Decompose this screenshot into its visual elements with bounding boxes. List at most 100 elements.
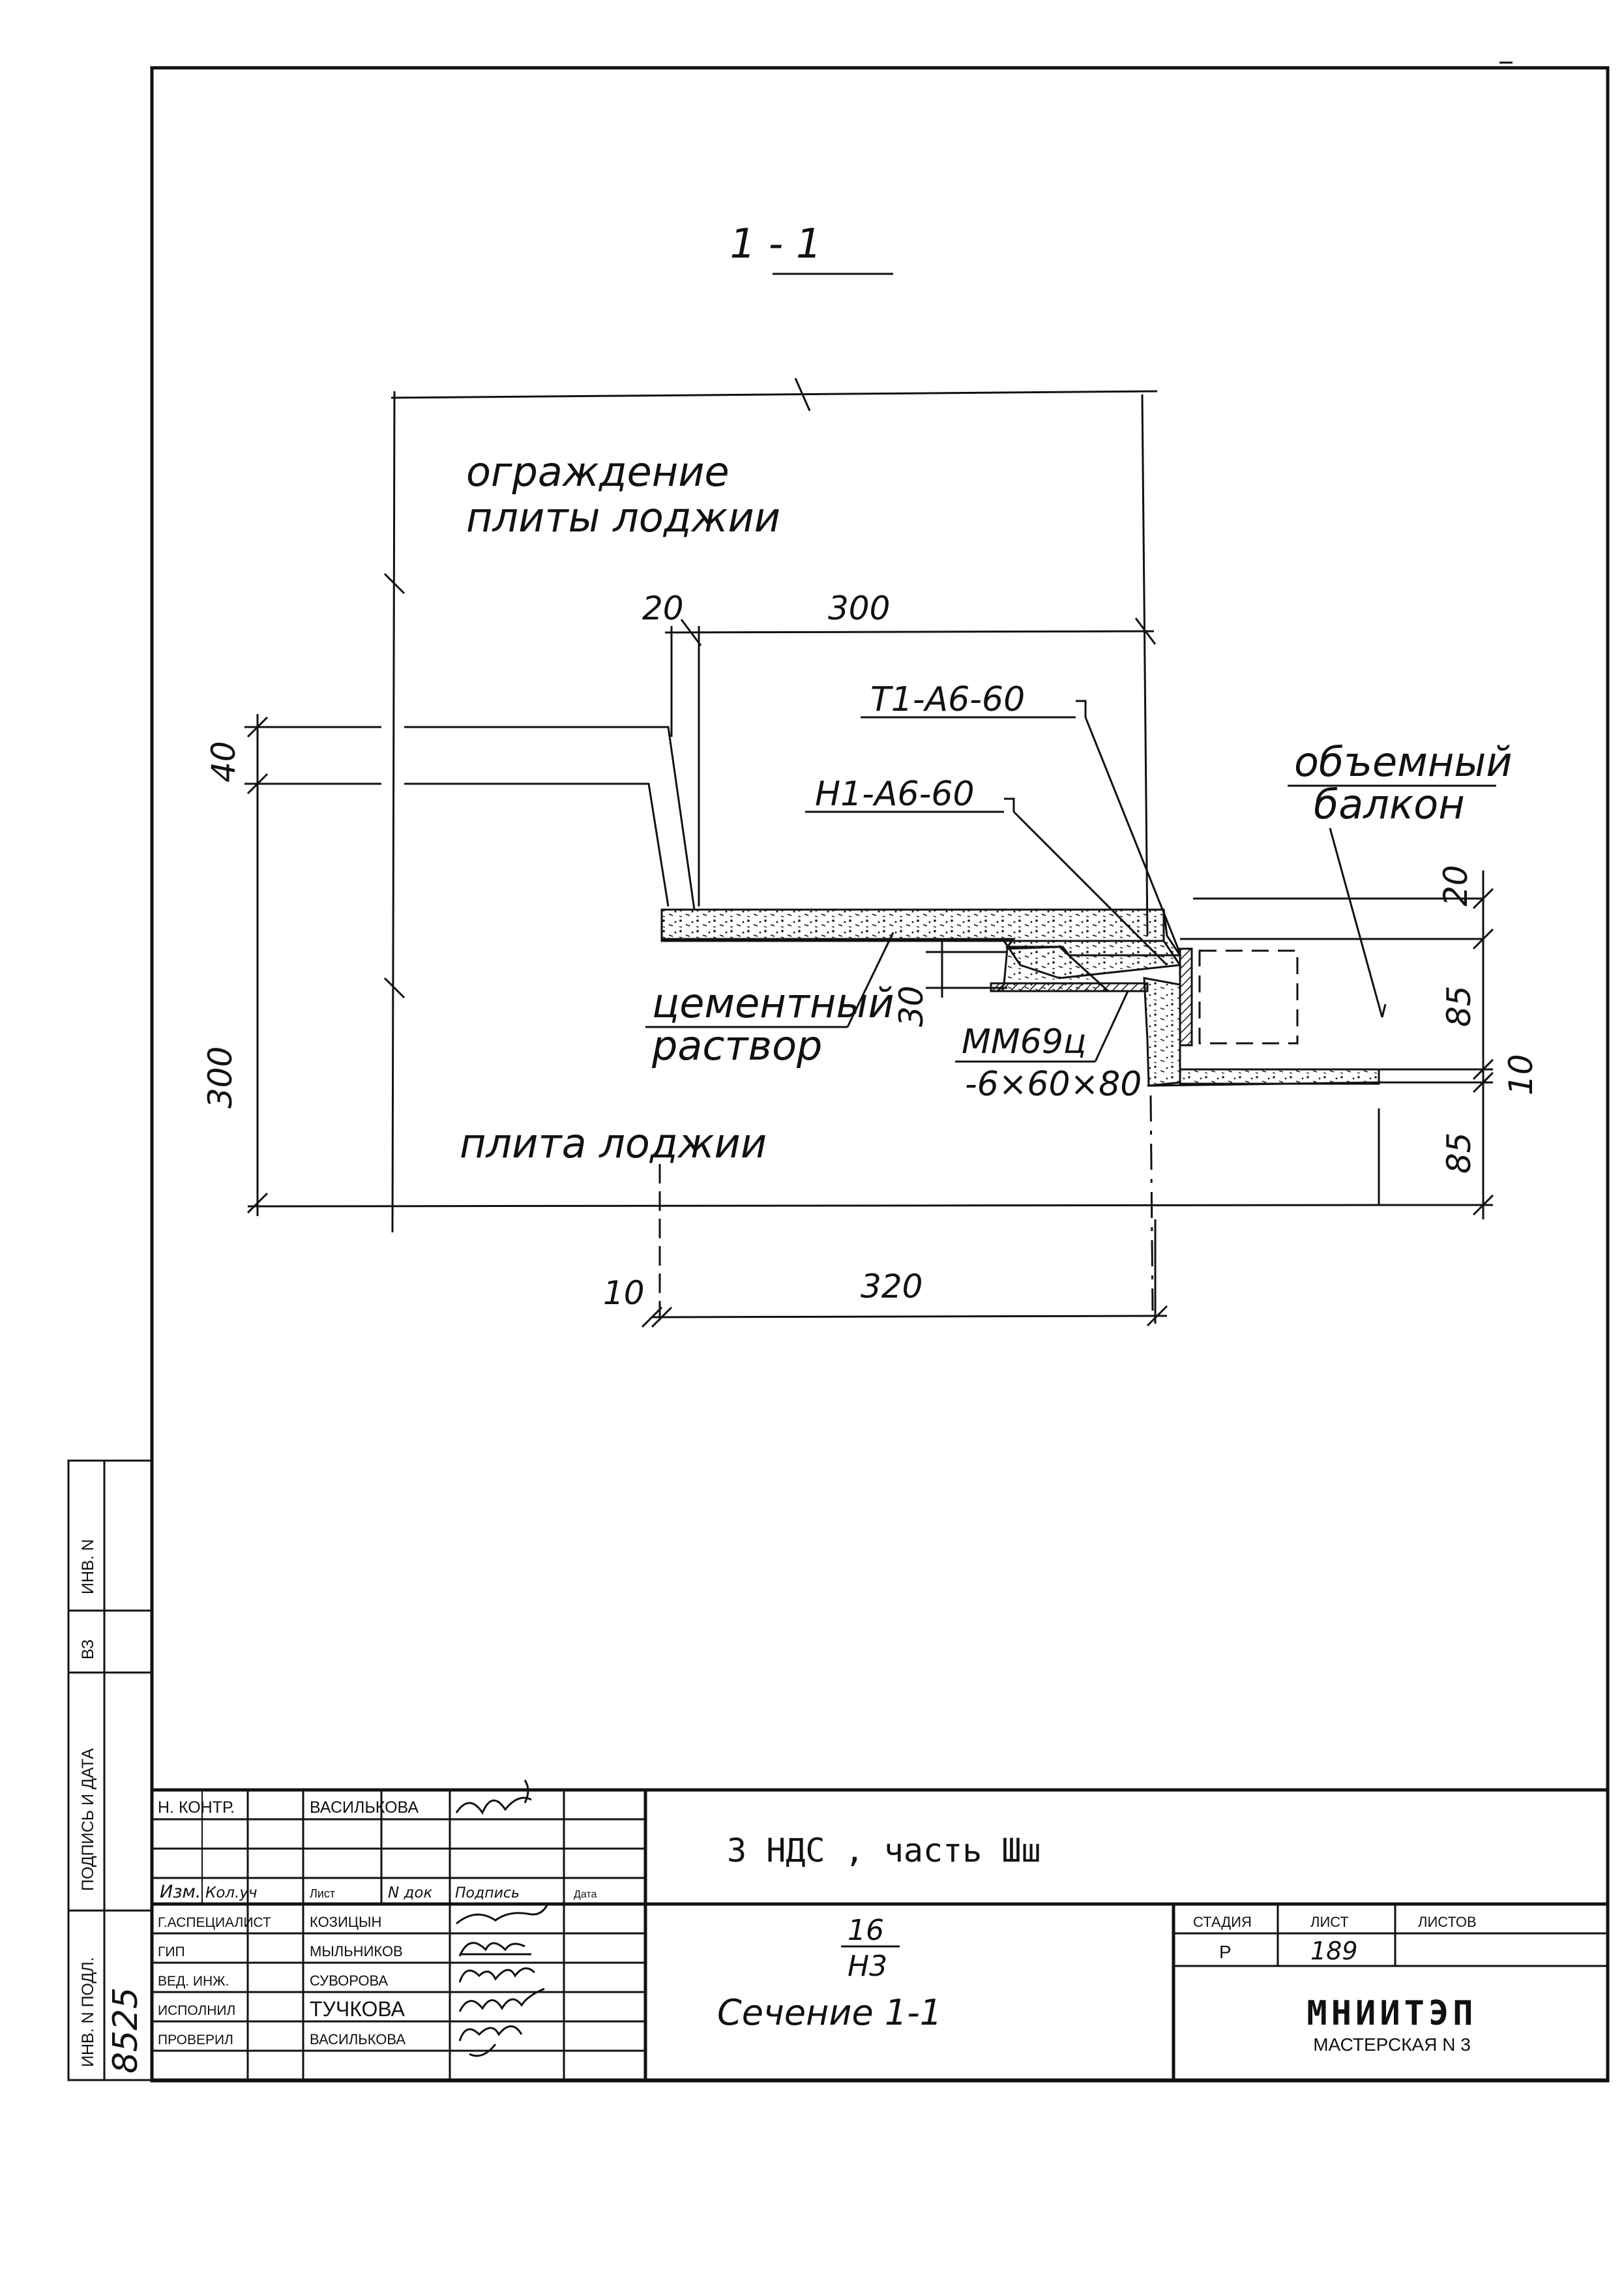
side-stamp-vz: ВЗ [79,1639,97,1659]
railing-left-break-2 [383,977,406,999]
signer-role-5: ПРОВЕРИЛ [158,2032,233,2047]
header-data: Дата [574,1889,597,1900]
railing-right-edge [1141,394,1149,936]
mortar-label-line1: цементный [652,979,894,1027]
mortar-lower-joint [1143,977,1181,1087]
volume-balcony-leader [1329,827,1383,1018]
mm69-label: ММ69ц [962,1022,1086,1062]
dim-right-tick-1 [1472,887,1494,910]
slab-bottom-edge [247,1204,1380,1208]
t1-label: Т1-А6-60 [870,680,1025,719]
mm69-size-label: -6×60×80 [965,1065,1142,1104]
volume-balcony-label-line1: объемный [1294,738,1513,786]
dim-right-tick-3 [1472,1058,1494,1080]
side-stamp-podpis-data: ПОДПИСЬ И ДАТА [79,1748,97,1891]
dim-300-top: 300 [828,589,890,627]
signer-role-4: ИСПОЛНИЛ [158,2003,235,2018]
railing-top-dim-tick [794,378,811,411]
railing-label-line2: плиты лоджии [466,494,780,541]
header-kol-uch: Кол.уч [205,1884,258,1901]
sheet-value: 189 [1310,1937,1358,1965]
slab-lower-edge [404,782,670,907]
sheets-label: ЛИСТОВ [1418,1914,1477,1930]
drawing-code-bottom: Н3 [848,1950,887,1983]
dim-300-top-line [664,630,1155,634]
side-stamp-inv-podl: ИНВ. N ПОДЛ. [79,1957,97,2067]
dim-320: 320 [861,1268,923,1305]
steel-plate-vertical [1179,947,1193,1047]
side-stamp-inv-number: 8525 [106,1987,145,2074]
n-kontr-name: ВАСИЛЬКОВА [310,1798,419,1817]
drawing-code-top: 16 [848,1914,884,1947]
signer-role-2: ГИП [158,1944,185,1959]
side-stamp [67,1459,153,2081]
dim-40: 40 [205,741,243,782]
header-podpis: Подпись [455,1885,520,1901]
signatures [455,1779,549,2057]
slab-upper-edge [404,726,1164,911]
dim-40-tick-top [246,716,269,738]
stage-value: Р [1219,1942,1232,1962]
volume-balcony-floor-strip [1179,1068,1380,1085]
railing-left-break-1 [383,573,406,595]
section-title: 1 - 1 [730,220,822,267]
dim-20-top: 20 [642,589,684,627]
signer-role-1: Г.АСПЕЦИАЛИСТ [158,1915,271,1930]
title-block-grid [150,1788,1610,2082]
sheet-frame [150,66,1610,2083]
signer-name-4: ТУЧКОВА [310,1997,406,2021]
dim-300-left: 300 [201,1047,239,1109]
h1-leader [1012,811,1168,966]
railing-top-dim-line [391,390,1158,399]
mortar-main-strip [660,908,1165,942]
t1-leader [1084,717,1181,954]
signer-role-3: ВЕД. ИНЖ. [158,1974,229,1989]
org-name: МНИИТЭП [1307,1994,1477,2033]
dim-300-left-tick-bottom [246,1192,269,1214]
dim-10-right: 10 [1502,1054,1540,1095]
balcony-center-dashdot [1149,1095,1154,1311]
mortar-label-line2: раствор [651,1022,822,1069]
h1-label: Н1-А6-60 [815,775,975,814]
side-stamp-inv-n: ИНВ. N [79,1539,97,1594]
dim-20-right: 20 [1437,865,1475,906]
dim-30: 30 [893,985,930,1027]
n-kontr-role: Н. КОНТР. [158,1798,235,1817]
dim-300-top-tick-left [680,619,702,646]
mortar-wedge [1002,940,1182,979]
h1-flag [1004,797,1015,812]
slab-label: плита лоджии [460,1120,767,1167]
signer-name-5: ВАСИЛЬКОВА [310,2031,406,2047]
steel-plate-mm69 [990,982,1149,992]
header-n-dok: N док [388,1884,432,1901]
stage-label: СТАДИЯ [1193,1914,1252,1930]
dim-right-tick-2 [1472,928,1494,950]
dim-85-bottom: 85 [1440,1132,1478,1174]
dim-320-tick-right [1146,1305,1168,1327]
signer-name-3: СУВОРОВА [310,1972,388,1989]
mm69-leader [1094,990,1129,1062]
signer-name-1: КОЗИЦЫН [310,1914,381,1930]
project-title: 3 НДС , часть Шш [727,1832,1041,1869]
railing-label-line1: ограждение [466,448,730,496]
dim-320-tick-left [651,1306,673,1328]
drawing-name: Сечение 1-1 [717,1992,942,2033]
dim-right-tick-5 [1472,1194,1494,1216]
volume-balcony-leader-end [1381,1004,1387,1018]
t1-flag [1076,700,1087,717]
signer-name-2: МЫЛЬНИКОВ [310,1943,403,1959]
mortar-leader [846,932,894,1028]
org-subtitle: МАСТЕРСКАЯ N 3 [1313,2034,1471,2055]
dim-85-top: 85 [1440,985,1478,1027]
header-izm: Изм. [160,1882,201,1902]
header-list: Лист [310,1887,335,1900]
dim-320-tick-left2 [641,1306,663,1328]
dim-320-line [651,1315,1168,1318]
volume-balcony-dashed-box [1198,949,1299,1045]
sheet-label: ЛИСТ [1310,1914,1349,1930]
dim-10-bottom: 10 [603,1274,645,1312]
railing-left-edge [391,391,396,1233]
dim-right-tick-4 [1472,1071,1494,1094]
volume-balcony-label-line2: балкон [1314,781,1465,828]
